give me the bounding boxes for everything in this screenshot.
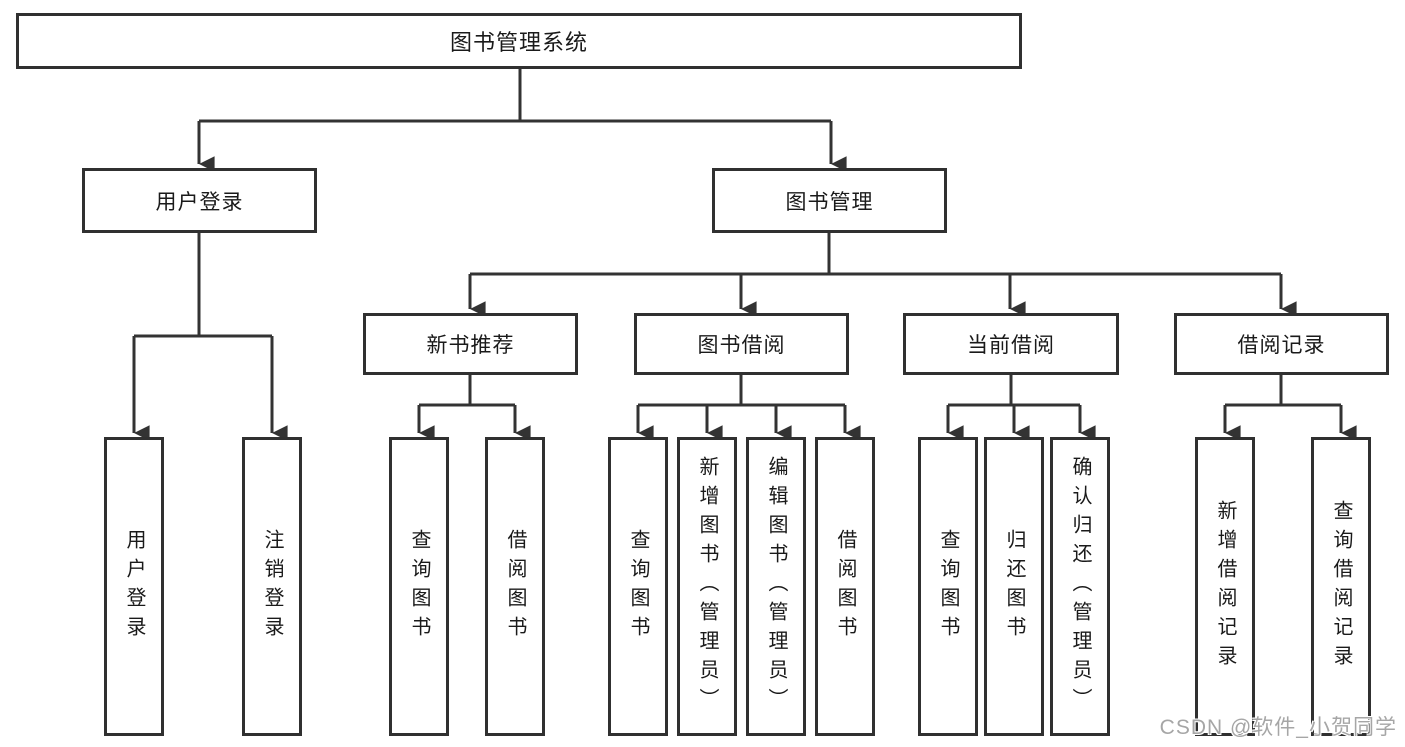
connector-root-crossbar bbox=[199, 69, 831, 123]
connector-new-book-crossbar bbox=[419, 375, 515, 407]
watermark-text: CSDN @软件_小贺同学 bbox=[1159, 716, 1397, 739]
node-borrow-records: 借阅记录 bbox=[1174, 313, 1389, 375]
leaf-label: 借阅图书 bbox=[504, 528, 526, 645]
leaf-label: 用户登录 bbox=[123, 528, 145, 645]
leaf-query-book-1: 查询图书 bbox=[389, 437, 449, 736]
leaf-label: 归还图书 bbox=[1003, 528, 1025, 645]
leaf-add-book-admin: 新增图书（管理员） bbox=[677, 437, 737, 736]
leaf-label: 查询借阅记录 bbox=[1330, 499, 1352, 674]
leaf-query-book-3: 查询图书 bbox=[918, 437, 978, 736]
leaf-label: 查询图书 bbox=[627, 528, 649, 645]
node-user-login: 用户登录 bbox=[82, 168, 317, 233]
node-book-management: 图书管理 bbox=[712, 168, 947, 233]
leaf-label: 借阅图书 bbox=[834, 528, 856, 645]
leaf-logout: 注销登录 bbox=[242, 437, 302, 736]
leaf-borrow-book-2: 借阅图书 bbox=[815, 437, 875, 736]
leaf-label: 新增借阅记录 bbox=[1214, 499, 1236, 674]
node-current-borrow: 当前借阅 bbox=[903, 313, 1119, 375]
connector-borrow-records-crossbar bbox=[1225, 375, 1341, 407]
node-new-book-recommend: 新书推荐 bbox=[363, 313, 578, 375]
leaf-label: 新增图书（管理员） bbox=[696, 456, 718, 717]
leaf-query-borrow-record: 查询借阅记录 bbox=[1311, 437, 1371, 736]
connector-book-management-crossbar bbox=[470, 233, 1281, 276]
leaf-confirm-return-admin: 确认归还（管理员） bbox=[1050, 437, 1110, 736]
connector-user-login-crossbar bbox=[134, 233, 272, 338]
leaf-return-book: 归还图书 bbox=[984, 437, 1044, 736]
leaf-borrow-book-1: 借阅图书 bbox=[485, 437, 545, 736]
leaf-label: 查询图书 bbox=[937, 528, 959, 645]
leaf-label: 编辑图书（管理员） bbox=[765, 456, 787, 717]
leaf-label: 注销登录 bbox=[261, 528, 283, 645]
connector-current-borrow-crossbar bbox=[948, 375, 1080, 407]
leaf-add-borrow-record: 新增借阅记录 bbox=[1195, 437, 1255, 736]
connector-book-borrow-crossbar bbox=[638, 375, 845, 407]
leaf-user-login: 用户登录 bbox=[104, 437, 164, 736]
node-book-borrow: 图书借阅 bbox=[634, 313, 849, 375]
node-root: 图书管理系统 bbox=[16, 13, 1022, 69]
leaf-query-book-2: 查询图书 bbox=[608, 437, 668, 736]
leaf-edit-book-admin: 编辑图书（管理员） bbox=[746, 437, 806, 736]
leaf-label: 确认归还（管理员） bbox=[1069, 456, 1091, 717]
leaf-label: 查询图书 bbox=[408, 528, 430, 645]
